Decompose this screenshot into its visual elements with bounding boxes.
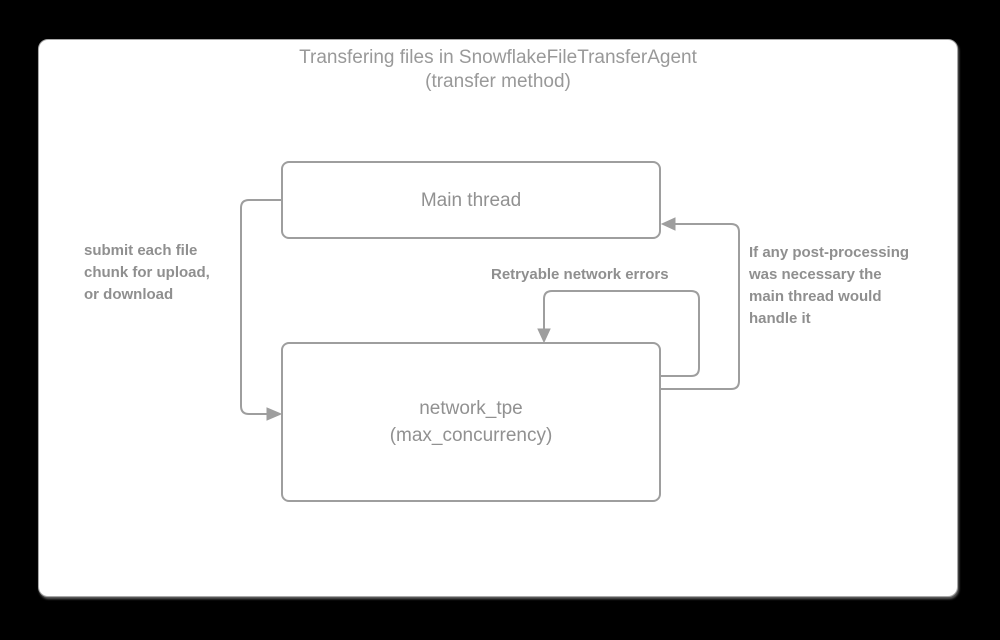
node-main-thread-label: Main thread	[420, 189, 522, 211]
edge-submit-arrowhead	[266, 407, 283, 421]
edge-submit-line	[240, 199, 281, 415]
edge-label-post: If any post-processing was necessary the…	[749, 242, 909, 330]
edge-label-post-line2: was necessary the	[749, 266, 882, 283]
node-network-tpe-label-line2: (max_concurrency)	[389, 425, 553, 446]
node-network-tpe[interactable]: network_tpe (max_concurrency)	[281, 342, 661, 502]
edge-retry-line	[543, 290, 700, 377]
edge-label-post-line4: handle it	[749, 310, 811, 327]
edge-retry-arrowhead	[537, 328, 551, 344]
edge-label-post-line3: main thread would	[749, 288, 882, 305]
edge-post-line	[661, 223, 740, 390]
connectors-layer	[240, 199, 740, 421]
edge-label-post-line1: If any post-processing	[749, 244, 910, 261]
edge-label-retry: Retryable network errors	[491, 266, 669, 283]
edge-post-arrowhead	[660, 217, 676, 231]
node-network-tpe-label-line1: network_tpe	[419, 398, 523, 419]
diagram-title-line2: (transfer method)	[425, 71, 571, 92]
edge-label-submit: submit each file chunk for upload, or do…	[84, 240, 210, 306]
diagram-title: Transfering files in SnowflakeFileTransf…	[39, 46, 957, 94]
edge-label-submit-line3: or download	[84, 286, 174, 303]
diagram-canvas: Transfering files in SnowflakeFileTransf…	[38, 39, 958, 597]
edge-label-submit-line2: chunk for upload,	[84, 264, 210, 281]
edge-label-submit-line1: submit each file	[84, 242, 198, 259]
node-main-thread[interactable]: Main thread	[281, 161, 661, 239]
diagram-title-line1: Transfering files in SnowflakeFileTransf…	[299, 47, 697, 68]
